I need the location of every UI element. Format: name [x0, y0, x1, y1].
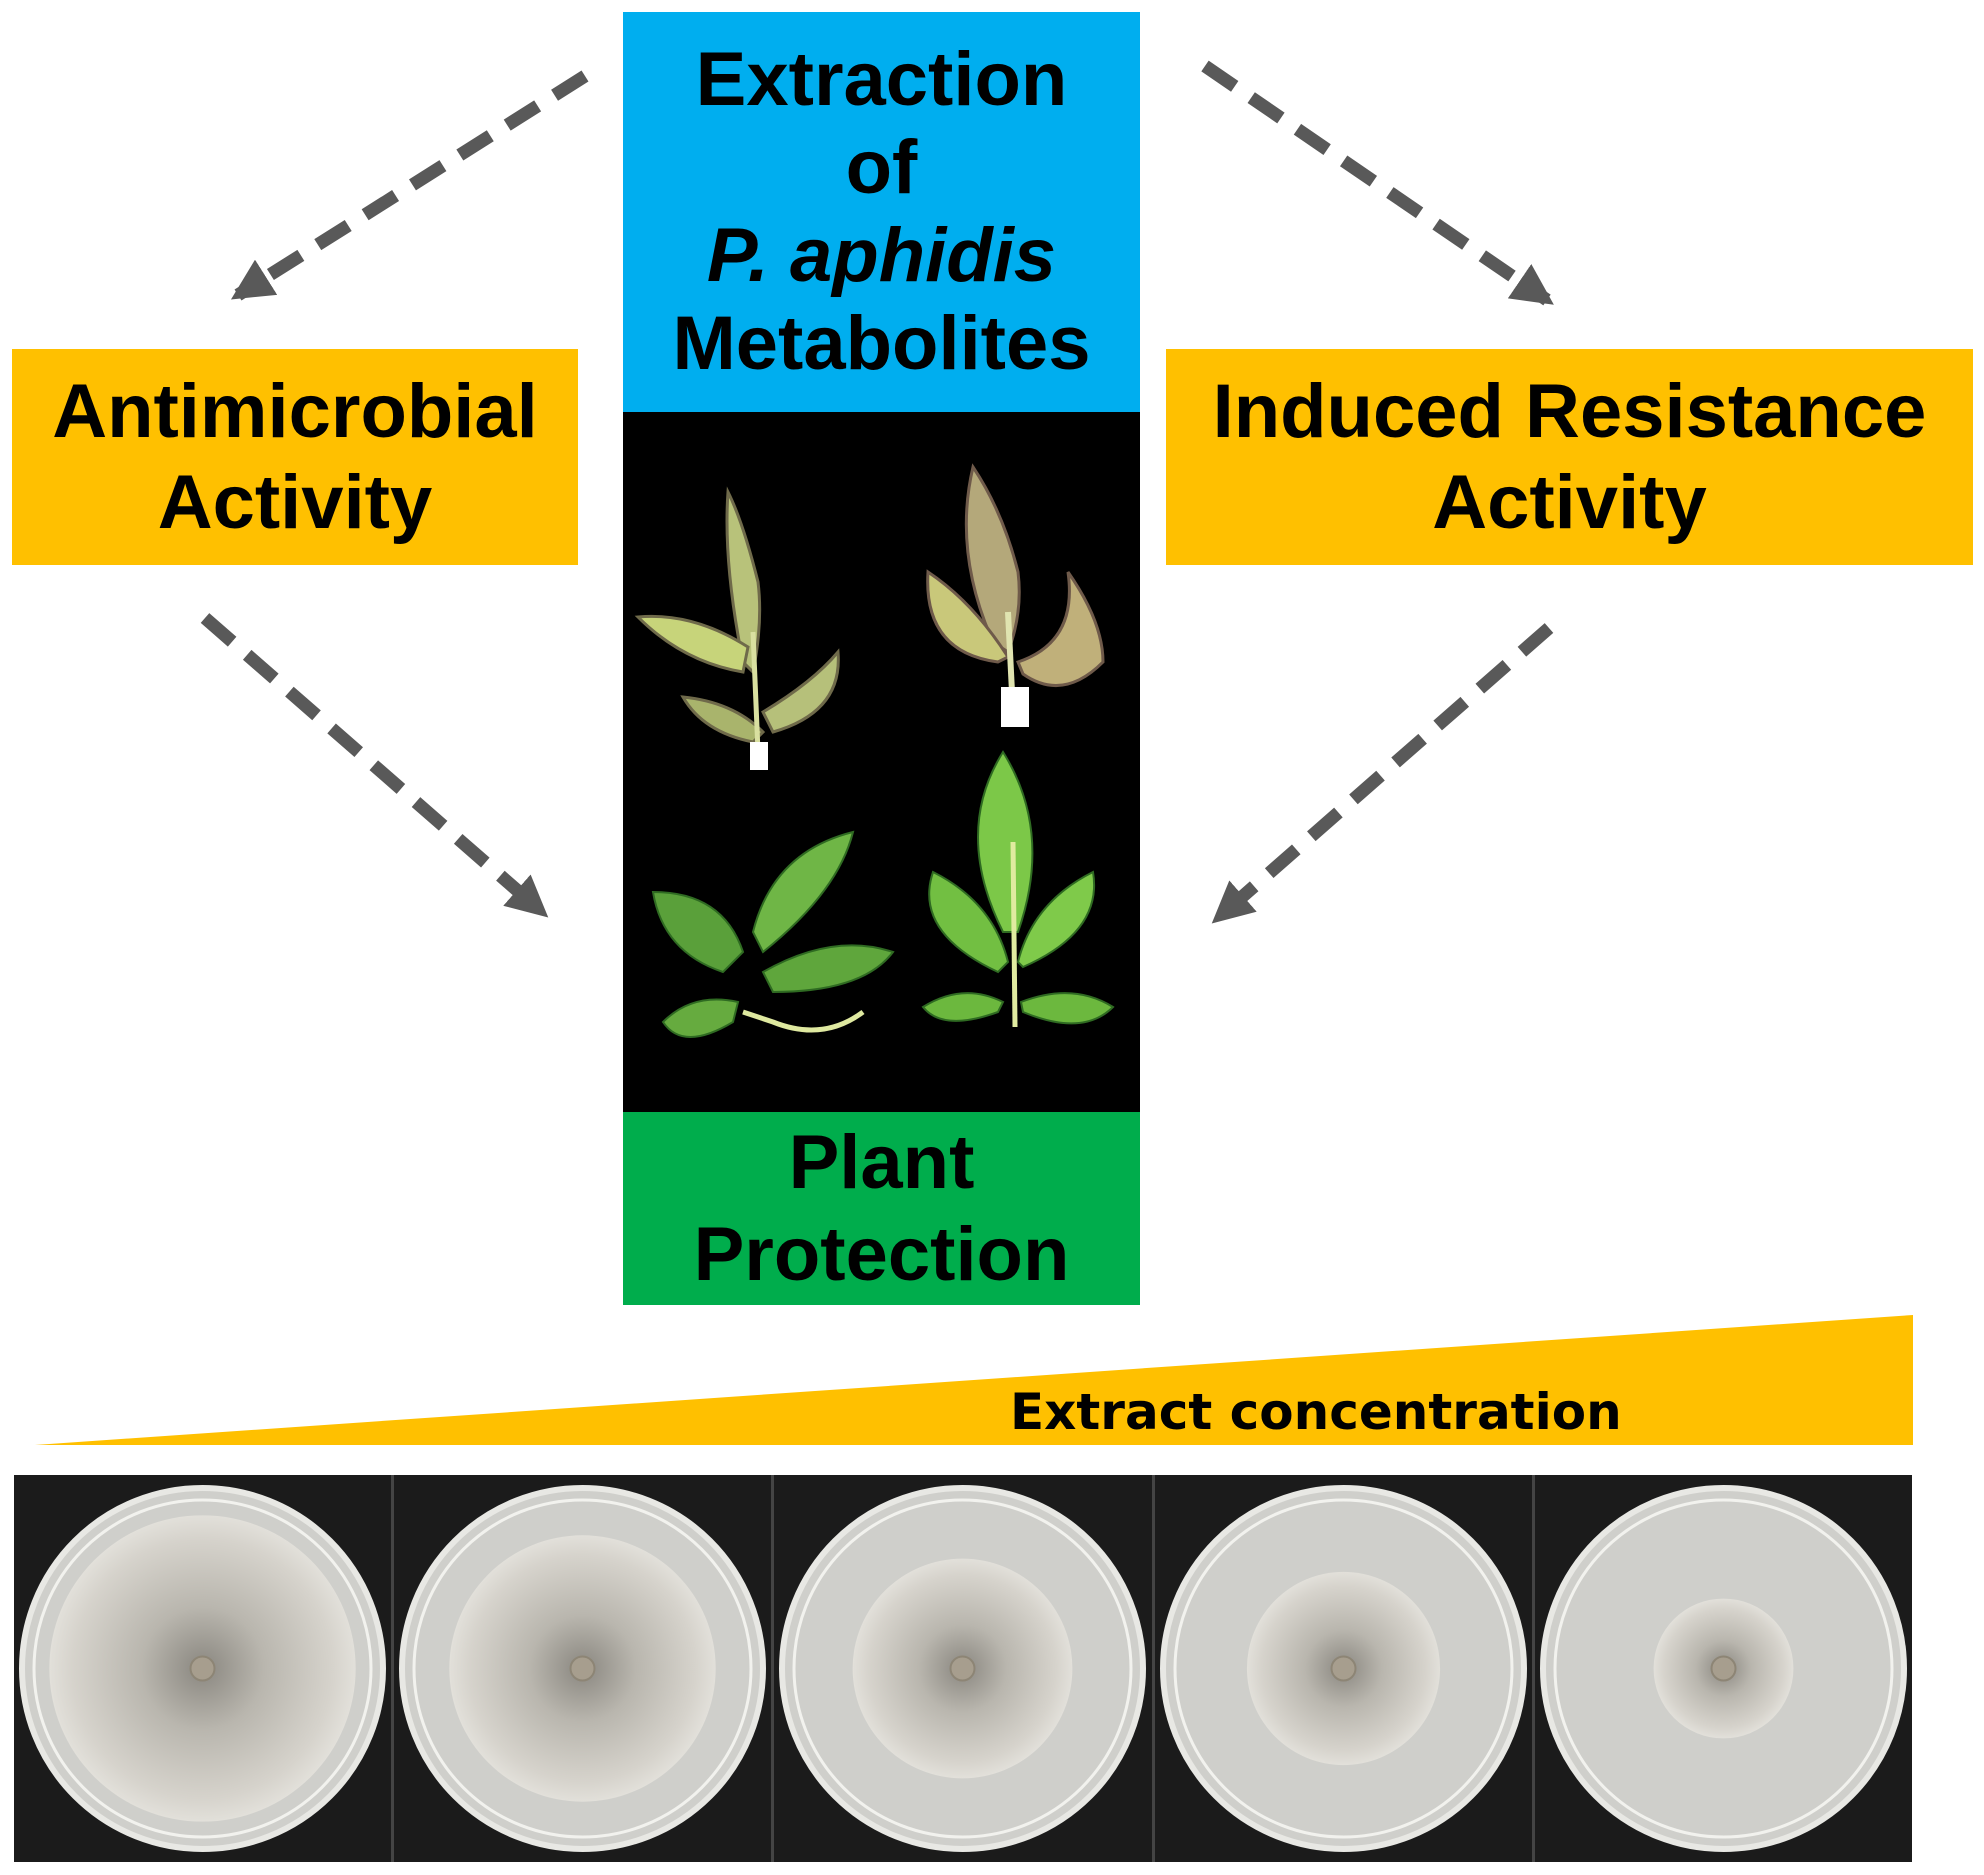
petri-dish-5: [1535, 1475, 1912, 1862]
petri-dish-graphic: [19, 1485, 386, 1852]
diseased-leaf-right: [926, 463, 1105, 727]
petri-dish-graphic: [399, 1485, 767, 1852]
leaf-illustrations: [634, 463, 1115, 1038]
induced-resistance-line-1: Induced Resistance: [1212, 368, 1927, 454]
healthy-leaf-right: [921, 750, 1115, 1028]
leaf-photo-panel: [623, 412, 1140, 1112]
antimicrobial-box: Antimicrobial Activity: [12, 349, 578, 565]
petri-rim: [412, 1498, 753, 1839]
protection-line-2: Protection: [693, 1211, 1070, 1297]
petri-dish-3: [774, 1475, 1155, 1862]
petri-dish-4: [1155, 1475, 1535, 1862]
extraction-line-4: Metabolites: [672, 301, 1091, 387]
concentration-wedge: [35, 1315, 1913, 1445]
extraction-line-2: of: [845, 124, 918, 210]
extraction-line-3: P. aphidis: [706, 213, 1057, 298]
arrow-top-to-induced-resistance: [1201, 60, 1554, 306]
induced-resistance-line-2: Activity: [1432, 460, 1707, 545]
inoculum-plug: [189, 1655, 216, 1682]
petri-dish-graphic: [1539, 1485, 1907, 1852]
arrow-antimicrobial-to-protection: [200, 613, 549, 918]
extraction-box: Extraction of P. aphidis Metabolites: [623, 12, 1140, 412]
induced-resistance-box: Induced Resistance Activity: [1166, 349, 1973, 565]
petri-dish-2: [394, 1475, 775, 1862]
petri-dish-1: [14, 1475, 395, 1862]
diseased-leaf-left: [634, 486, 840, 770]
petri-rim: [1553, 1498, 1894, 1839]
arrow-induced-resistance-to-protection: [1211, 623, 1554, 924]
extraction-line-1: Extraction: [695, 36, 1068, 122]
protection-line-1: Plant: [788, 1120, 975, 1206]
inoculum-plug: [949, 1655, 976, 1682]
inoculum-plug: [1330, 1655, 1357, 1682]
plant-protection-box: Plant Protection: [623, 1112, 1140, 1305]
petri-dish-strip: [14, 1475, 1912, 1862]
inoculum-plug: [569, 1655, 596, 1682]
arrow-top-to-antimicrobial: [230, 70, 589, 301]
antimicrobial-line-2: Activity: [157, 460, 433, 545]
petri-rim: [32, 1498, 373, 1839]
healthy-leaf-left: [651, 830, 895, 1038]
gradient-label: Extract concentration: [1010, 1383, 1622, 1441]
petri-rim: [792, 1498, 1133, 1839]
petri-dish-graphic: [1159, 1485, 1527, 1852]
inoculum-plug: [1710, 1655, 1737, 1682]
antimicrobial-line-1: Antimicrobial: [52, 368, 538, 454]
petri-rim: [1173, 1498, 1514, 1839]
petri-dish-graphic: [779, 1485, 1147, 1852]
